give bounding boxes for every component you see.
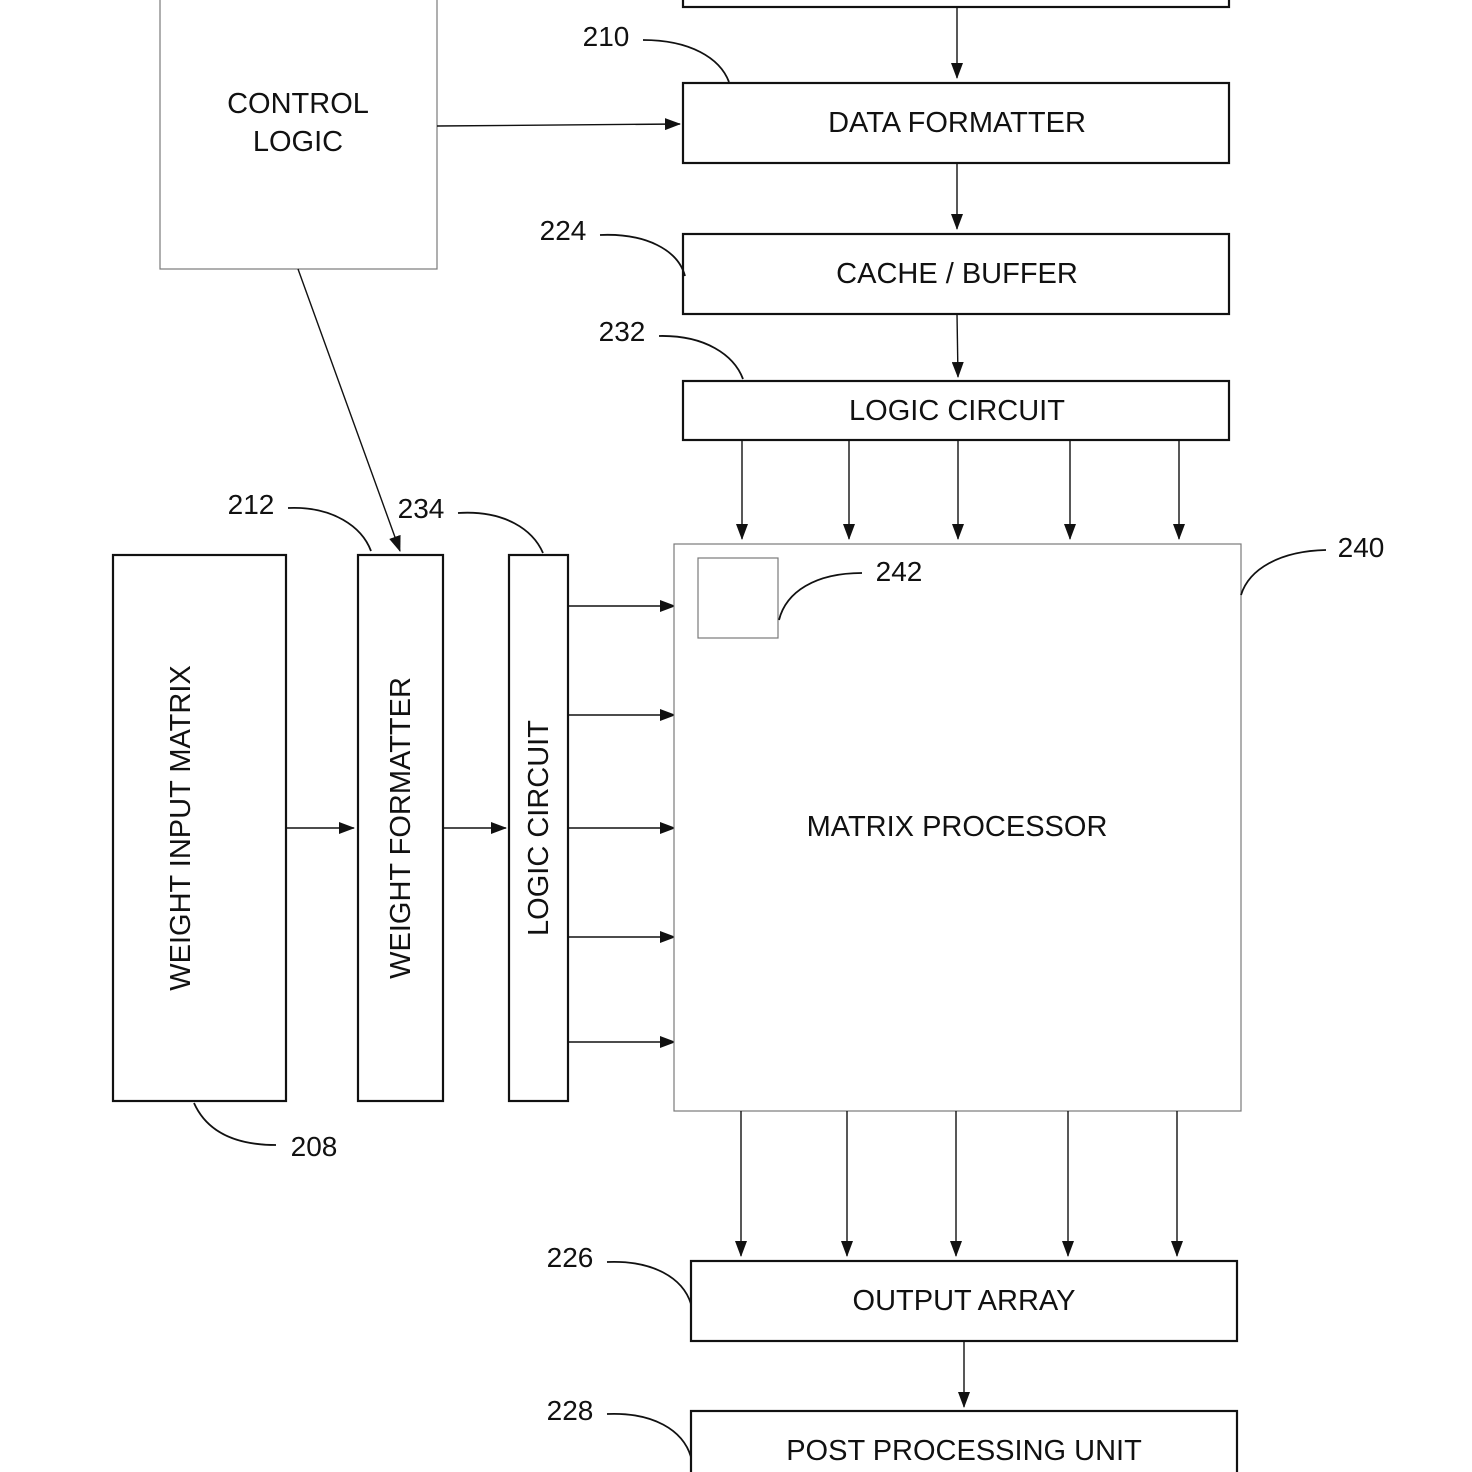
- ref-226-leader: [606, 1261, 692, 1305]
- post-processing-unit-label: POST PROCESSING UNIT: [786, 1435, 1142, 1467]
- ref-224: 224: [540, 215, 587, 246]
- ref-232-leader: [658, 335, 744, 380]
- ref-242: 242: [876, 556, 923, 587]
- ref-234: 234: [398, 493, 445, 524]
- ref-240: 240: [1338, 532, 1385, 563]
- ref-212-leader: [287, 507, 372, 552]
- output-array-block: [689, 1259, 1239, 1343]
- processing-element-block: [697, 557, 779, 639]
- ref-242-leader: [778, 572, 863, 621]
- weight-input-matrix-label: WEIGHT INPUT MATRIX: [165, 665, 197, 990]
- ref-224-leader: [599, 234, 686, 277]
- cache-to-logic-circuit-arrow: [951, 313, 964, 378]
- control-to-weight-formatter-arrow: [297, 268, 401, 552]
- ref-228-leader: [606, 1413, 692, 1458]
- matrix-processor-label: MATRIX PROCESSOR: [807, 811, 1108, 843]
- post-processing-unit-block: [689, 1409, 1239, 1472]
- weight-input-matrix-block: [111, 553, 288, 1103]
- weight-formatter-block: [356, 553, 445, 1103]
- ref-234-leader: [457, 511, 544, 554]
- logic-circuit-top-block: [681, 379, 1231, 442]
- ref-210: 210: [583, 21, 630, 52]
- weight-formatter-label: WEIGHT FORMATTER: [385, 677, 417, 979]
- ref-212: 212: [228, 489, 275, 520]
- top-cut-off-block: [681, 0, 1231, 9]
- output-array-label: OUTPUT ARRAY: [853, 1285, 1076, 1317]
- ref-210-leader: [642, 39, 730, 83]
- ref-240-leader: [1240, 549, 1327, 596]
- ref-208-leader: [193, 1102, 277, 1146]
- control-logic-label-line-2: LOGIC: [253, 126, 343, 158]
- data-formatter-block: [681, 81, 1231, 165]
- control-logic-label-line-1: CONTROL: [227, 88, 369, 120]
- cache-buffer-block: [681, 232, 1231, 316]
- ref-228: 228: [547, 1395, 594, 1426]
- ref-226: 226: [547, 1242, 594, 1273]
- cache-buffer-label: CACHE / BUFFER: [836, 258, 1078, 290]
- ref-208: 208: [291, 1131, 338, 1162]
- logic-circuit-top-label: LOGIC CIRCUIT: [849, 395, 1065, 427]
- data-formatter-label: DATA FORMATTER: [828, 107, 1086, 139]
- logic-circuit-side-label: LOGIC CIRCUIT: [523, 720, 555, 936]
- ref-232: 232: [599, 316, 646, 347]
- control-logic-block: [159, 0, 438, 270]
- control-to-data-formatter-arrow: [436, 118, 681, 131]
